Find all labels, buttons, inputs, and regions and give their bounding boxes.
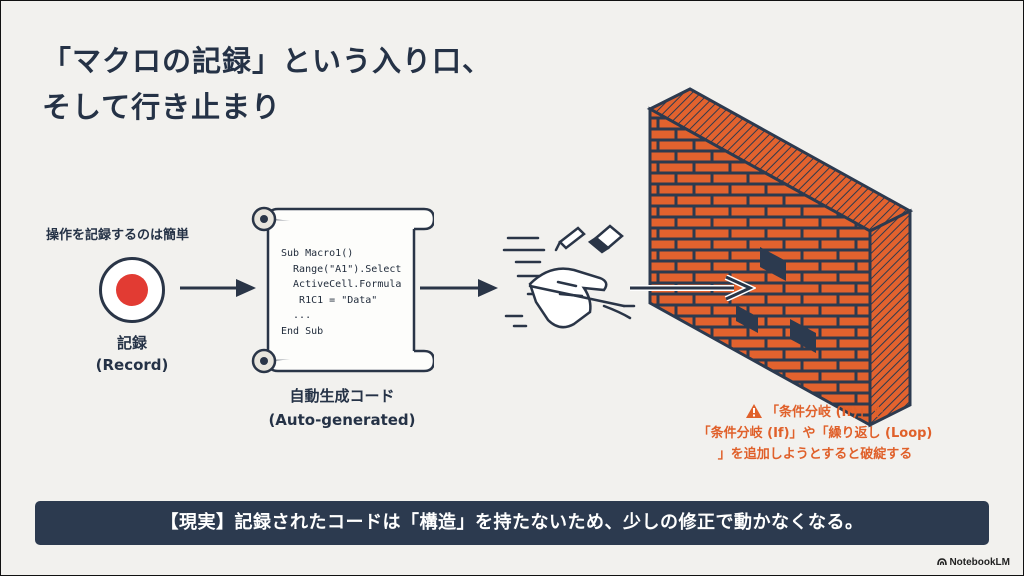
record-label-jp: 記録: [116, 334, 147, 352]
title-line-1: 「マクロの記録」という入り口、: [42, 44, 493, 78]
warning-line-1: 「条件分岐 (If)」や: [660, 402, 970, 423]
code-block: Sub Macro1() Range("A1").Select ActiveCe…: [281, 246, 401, 339]
title-line-2: そして行き止まり: [42, 90, 282, 124]
conclusion-banner: 【現実】記録されたコードは「構造」を持たないため、少しの修正で動かなくなる。: [35, 501, 989, 545]
warning-text-1: 「条件分岐 (If)」や: [766, 405, 884, 420]
warning-line-2: 「条件分岐 (If)」や「繰り返し (Loop): [697, 426, 933, 441]
brick-wall-icon: [646, 87, 914, 428]
code-label-jp: 自動生成コード: [289, 387, 395, 405]
brand-name: NotebookLM: [949, 557, 1010, 568]
arrow-right-icon: [180, 279, 256, 297]
code-line: Range("A1").Select: [281, 263, 402, 275]
blocked-arrow-icon: [630, 275, 756, 301]
record-label: 記録 (Record): [82, 332, 182, 376]
warning-line-3: 」を追加しようとすると破綻する: [717, 447, 913, 462]
code-line: Sub Macro1(): [281, 248, 354, 259]
code-scroll-icon: [251, 206, 434, 374]
warning-note: 「条件分岐 (If)」や 「条件分岐 (If)」や「繰り返し (Loop) 」を…: [660, 402, 970, 465]
slide-title: 「マクロの記録」という入り口、 そして行き止まり: [42, 38, 492, 130]
record-button-icon: [99, 257, 165, 323]
code-label: 自動生成コード (Auto-generated): [262, 384, 422, 432]
notebooklm-logo-icon: [937, 558, 948, 566]
code-line: R1C1 = "Data": [281, 294, 378, 306]
record-dot-icon: [116, 274, 148, 306]
warning-triangle-icon: [746, 404, 763, 418]
record-caption: 操作を記録するのは簡単: [46, 228, 190, 243]
code-line: ActiveCell.Formula: [281, 279, 402, 290]
brand-watermark: NotebookLM: [937, 557, 1010, 568]
record-label-en: (Record): [95, 356, 169, 374]
code-label-en: (Auto-generated): [268, 411, 416, 429]
arrow-right-icon: [420, 279, 498, 297]
hand-writing-icon: [502, 224, 636, 329]
code-line: ...: [281, 310, 312, 321]
code-line: End Sub: [281, 325, 324, 337]
